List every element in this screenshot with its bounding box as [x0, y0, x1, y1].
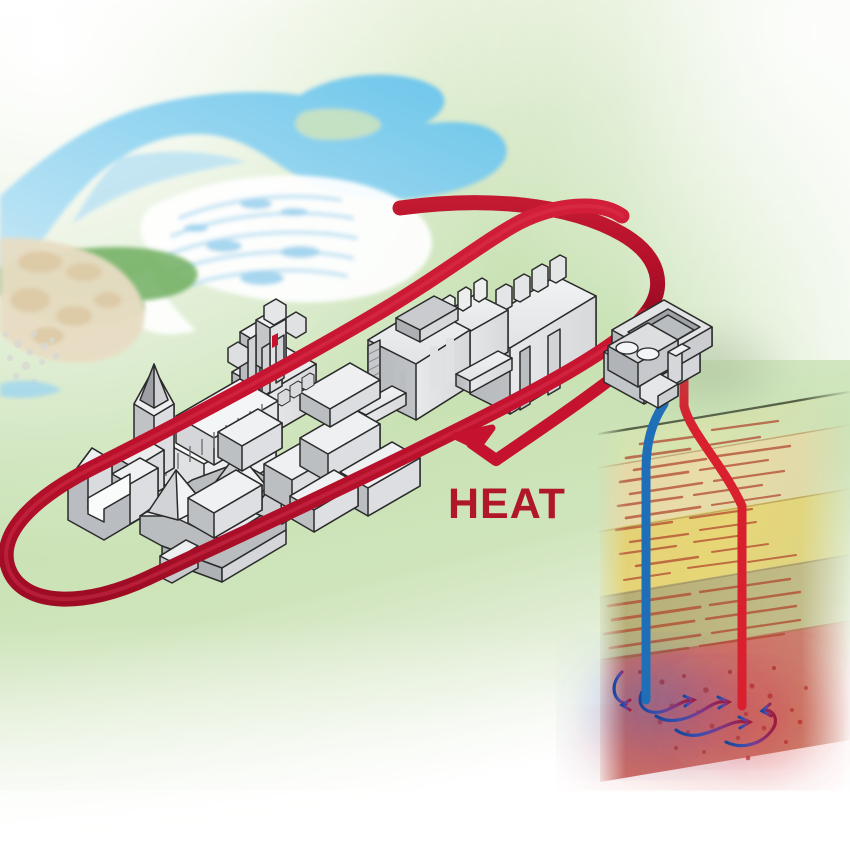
river-island	[295, 108, 381, 140]
district-heating-pipe-highlight	[4, 204, 646, 602]
building-small-blocks	[277, 362, 381, 428]
pebble-shore	[3, 330, 60, 385]
heating-loop-back	[392, 195, 666, 324]
heat-arrow	[451, 366, 626, 466]
subsurface-flow-arrows	[612, 670, 777, 748]
river-and-lake	[0, 74, 507, 292]
river-rapids	[126, 175, 432, 335]
sandbar	[0, 237, 145, 363]
river-water	[0, 74, 507, 292]
district-heating-pipe	[0, 198, 652, 607]
plant-tank-left	[615, 341, 639, 355]
reservoir-thermal-glow	[572, 644, 850, 784]
chimney-group	[495, 254, 567, 313]
heating-loop-front	[0, 198, 652, 607]
geothermal-plant	[603, 299, 798, 420]
plant-tank-right	[636, 347, 660, 361]
building-connector-bar-2	[455, 350, 513, 394]
heat-label: HEAT	[448, 480, 566, 528]
lower-creek	[0, 380, 62, 398]
river-shallow	[72, 151, 246, 224]
bottom-vignette	[0, 790, 850, 850]
